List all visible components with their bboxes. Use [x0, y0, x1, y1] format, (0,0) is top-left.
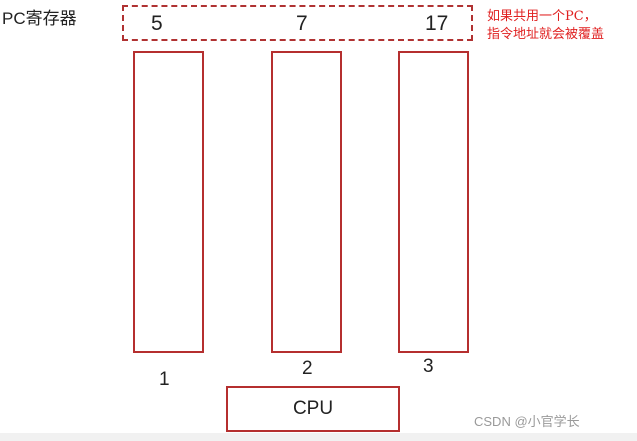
- pc-register-box: [122, 5, 473, 41]
- pc-value-1: 5: [151, 12, 163, 35]
- note-line-1: 如果共用一个PC，: [487, 9, 597, 24]
- memory-block-1: [133, 51, 204, 353]
- pc-value-2: 7: [296, 12, 308, 35]
- memory-block-2: [271, 51, 342, 353]
- footer-band: [0, 433, 637, 441]
- pc-value-3: 17: [425, 12, 449, 35]
- note-line-2: 指令地址就会被覆盖: [487, 27, 605, 42]
- cpu-box: CPU: [226, 386, 400, 432]
- memory-block-label-3: 3: [423, 356, 434, 377]
- watermark: CSDN @小官学长: [474, 414, 580, 429]
- memory-block-label-2: 2: [302, 358, 313, 379]
- cpu-label: CPU: [292, 398, 334, 419]
- pc-register-label: PC寄存器: [2, 9, 77, 28]
- memory-block-3: [398, 51, 469, 353]
- overwrite-note: 如果共用一个PC， 指令地址就会被覆盖: [487, 8, 637, 44]
- memory-block-label-1: 1: [159, 369, 170, 390]
